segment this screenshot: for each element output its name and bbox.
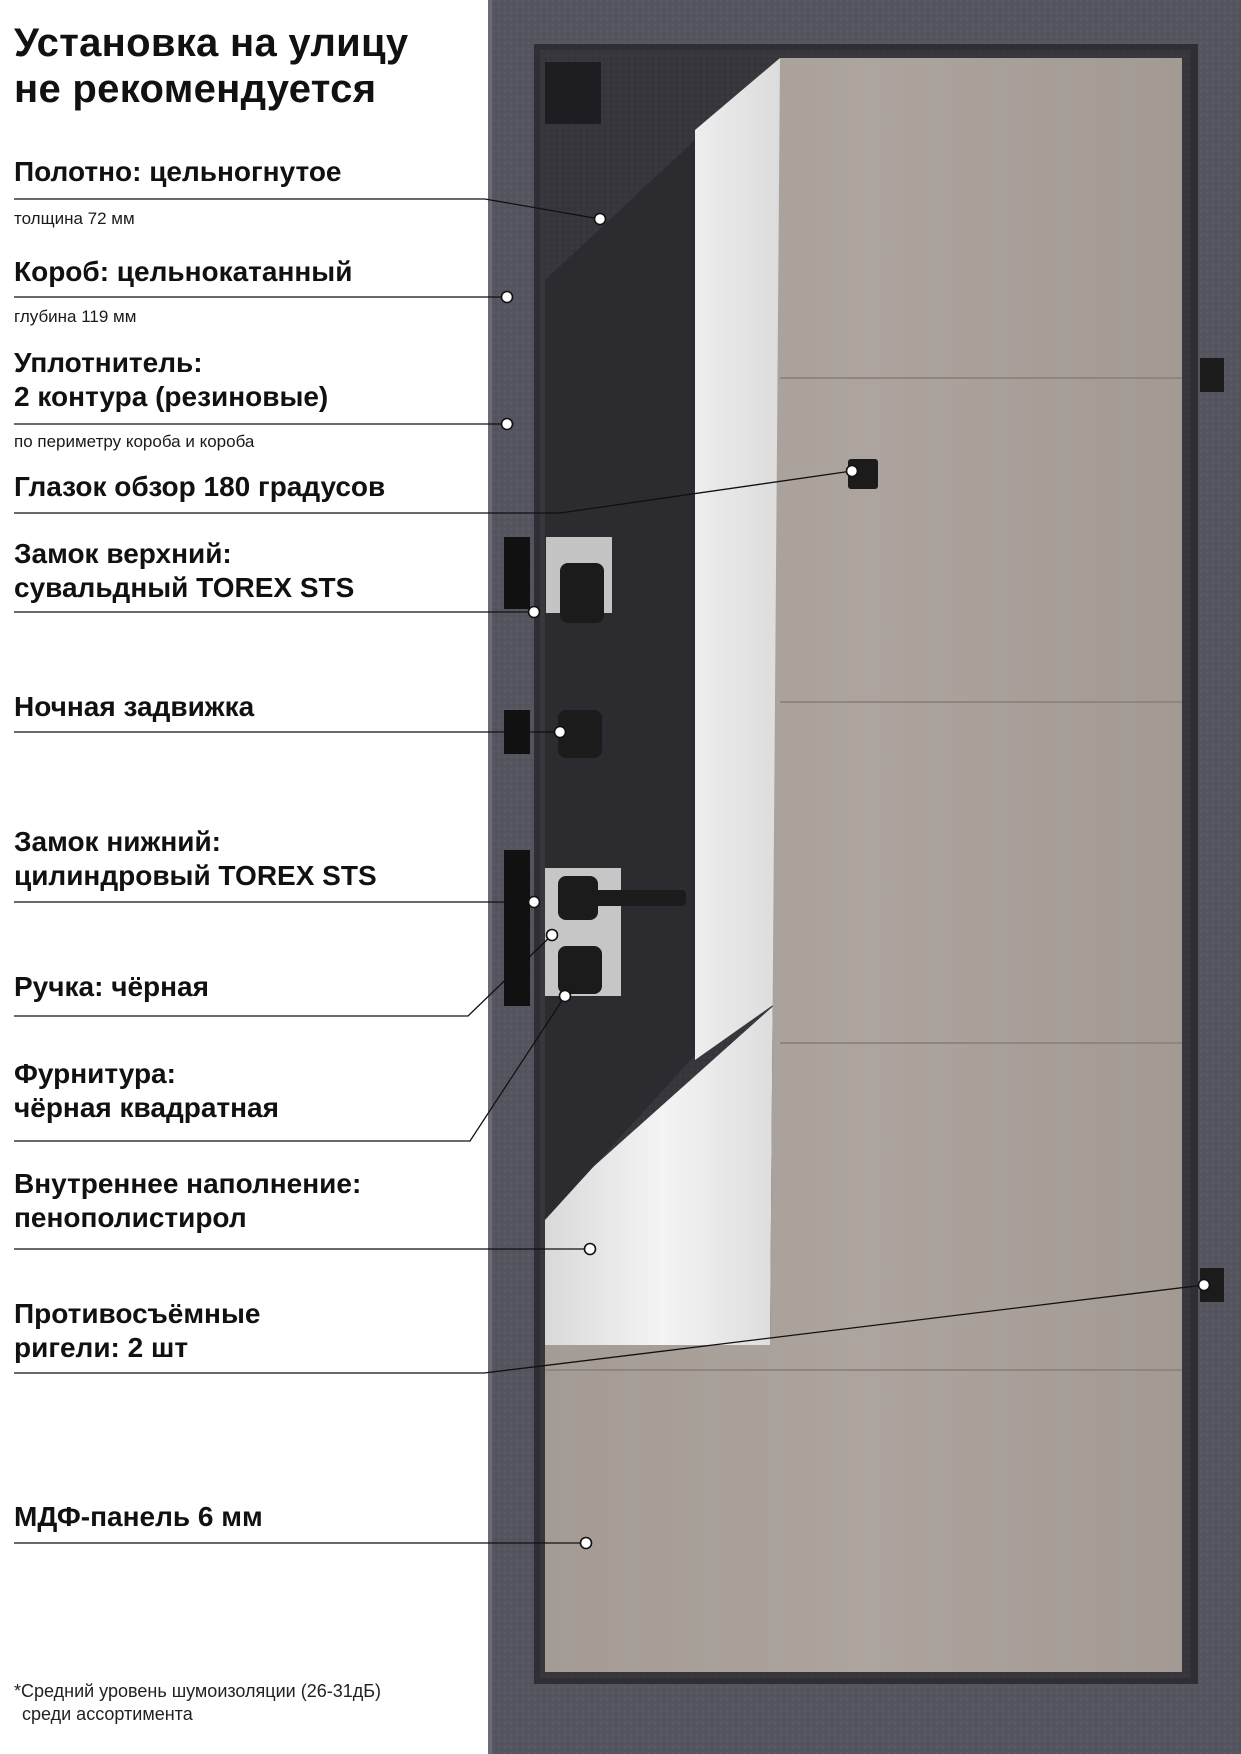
callout-dot xyxy=(583,1242,597,1256)
callout-dot xyxy=(500,290,514,304)
callout-label: Ночная задвижка xyxy=(14,691,255,722)
page-title: Установка на улицу не рекомендуется xyxy=(14,20,408,112)
callout-label: Полотно: цельногнутое xyxy=(14,156,342,187)
footnote-line1: *Средний уровень шумоизоляции (26-31дБ) xyxy=(14,1681,382,1701)
callout-label: Глазок обзор 180 градусов xyxy=(14,471,386,502)
callout-label: Замок нижний: xyxy=(14,826,221,857)
callout-dot xyxy=(553,725,567,739)
cylinder-cover-icon xyxy=(558,946,602,994)
insulation-foam-upper xyxy=(545,58,780,1060)
callout-dot xyxy=(500,417,514,431)
callout-zamok-niz: Замок нижний: цилиндровый TOREX STS xyxy=(14,825,377,893)
callout-glazok: Глазок обзор 180 градусов xyxy=(14,470,385,504)
leader-lines xyxy=(14,198,1205,1544)
callout-dot xyxy=(558,989,572,1003)
callout-dots xyxy=(500,212,1211,1550)
callout-label: 2 контура (резиновые) xyxy=(14,381,329,412)
callout-ruchka: Ручка: чёрная xyxy=(14,970,209,1004)
page-title-line2: не рекомендуется xyxy=(14,67,377,111)
footnote-line2: среди ассортимента xyxy=(22,1704,193,1724)
anti-removal-bolt-icon xyxy=(1200,358,1224,392)
callout-zamok-verh: Замок верхний: сувальдный TOREX STS xyxy=(14,537,354,605)
callout-label: Короб: цельнокатанный xyxy=(14,256,353,287)
callout-zadvizhka: Ночная задвижка xyxy=(14,690,254,724)
callout-dot xyxy=(1197,1278,1211,1292)
callout-label: ригели: 2 шт xyxy=(14,1332,189,1363)
callout-label: Ручка: чёрная xyxy=(14,971,209,1002)
leader-polotno xyxy=(14,198,601,220)
callout-label: сувальдный TOREX STS xyxy=(14,572,355,603)
callout-label: Внутреннее наполнение: xyxy=(14,1168,362,1199)
handle-lever-icon xyxy=(590,890,686,906)
callout-label: МДФ-панель 6 мм xyxy=(14,1501,263,1532)
callout-dot xyxy=(545,928,559,942)
leader-rigeli xyxy=(14,1284,1205,1374)
callout-furnitura: Фурнитура: чёрная квадратная xyxy=(14,1057,279,1125)
callout-korob-sub: глубина 119 мм xyxy=(14,307,137,326)
footnote: *Средний уровень шумоизоляции (26-31дБ) … xyxy=(14,1680,381,1726)
strike-plate-lower xyxy=(504,850,530,1006)
inner-metal-sheet xyxy=(545,140,695,1220)
page-title-line1: Установка на улицу xyxy=(14,21,409,65)
strike-plate-upper xyxy=(504,537,530,609)
callout-polotno-sub: толщина 72 мм xyxy=(14,209,135,228)
callout-uplotnitel-sub: по периметру короба и короба xyxy=(14,432,255,451)
handle-rose-icon xyxy=(558,876,598,920)
insulation-foam xyxy=(545,58,780,1345)
callout-uplotnitel: Уплотнитель: 2 контура (резиновые) xyxy=(14,346,328,414)
upper-lock-cover-icon xyxy=(560,563,604,623)
callout-dot xyxy=(579,1536,593,1550)
callout-label: чёрная квадратная xyxy=(14,1092,279,1123)
callout-label: Уплотнитель: xyxy=(14,347,203,378)
callout-mdf: МДФ-панель 6 мм xyxy=(14,1500,263,1534)
callout-polotno: Полотно: цельногнутое xyxy=(14,155,342,189)
leaf-top-notch xyxy=(545,62,601,124)
callout-dot xyxy=(527,895,541,909)
callout-label: пенополистирол xyxy=(14,1202,247,1233)
callout-napolnenie: Внутреннее наполнение: пенополистирол xyxy=(14,1167,361,1235)
callout-dot xyxy=(527,605,541,619)
callout-korob: Короб: цельнокатанный xyxy=(14,255,352,289)
callout-label: Замок верхний: xyxy=(14,538,232,569)
callout-dot xyxy=(593,212,607,226)
callout-label: цилиндровый TOREX STS xyxy=(14,860,377,891)
leader-ruchka xyxy=(14,934,553,1017)
callout-label: Фурнитура: xyxy=(14,1058,176,1089)
mdf-panel xyxy=(545,58,1182,1672)
leader-furnitura xyxy=(14,995,566,1142)
callout-label: Противосъёмные xyxy=(14,1298,261,1329)
frame-edge xyxy=(488,0,492,1754)
callout-dot xyxy=(845,464,859,478)
leader-glazok xyxy=(14,470,853,514)
night-latch-icon xyxy=(558,710,602,758)
callout-rigeli: Противосъёмные ригели: 2 шт xyxy=(14,1297,260,1365)
